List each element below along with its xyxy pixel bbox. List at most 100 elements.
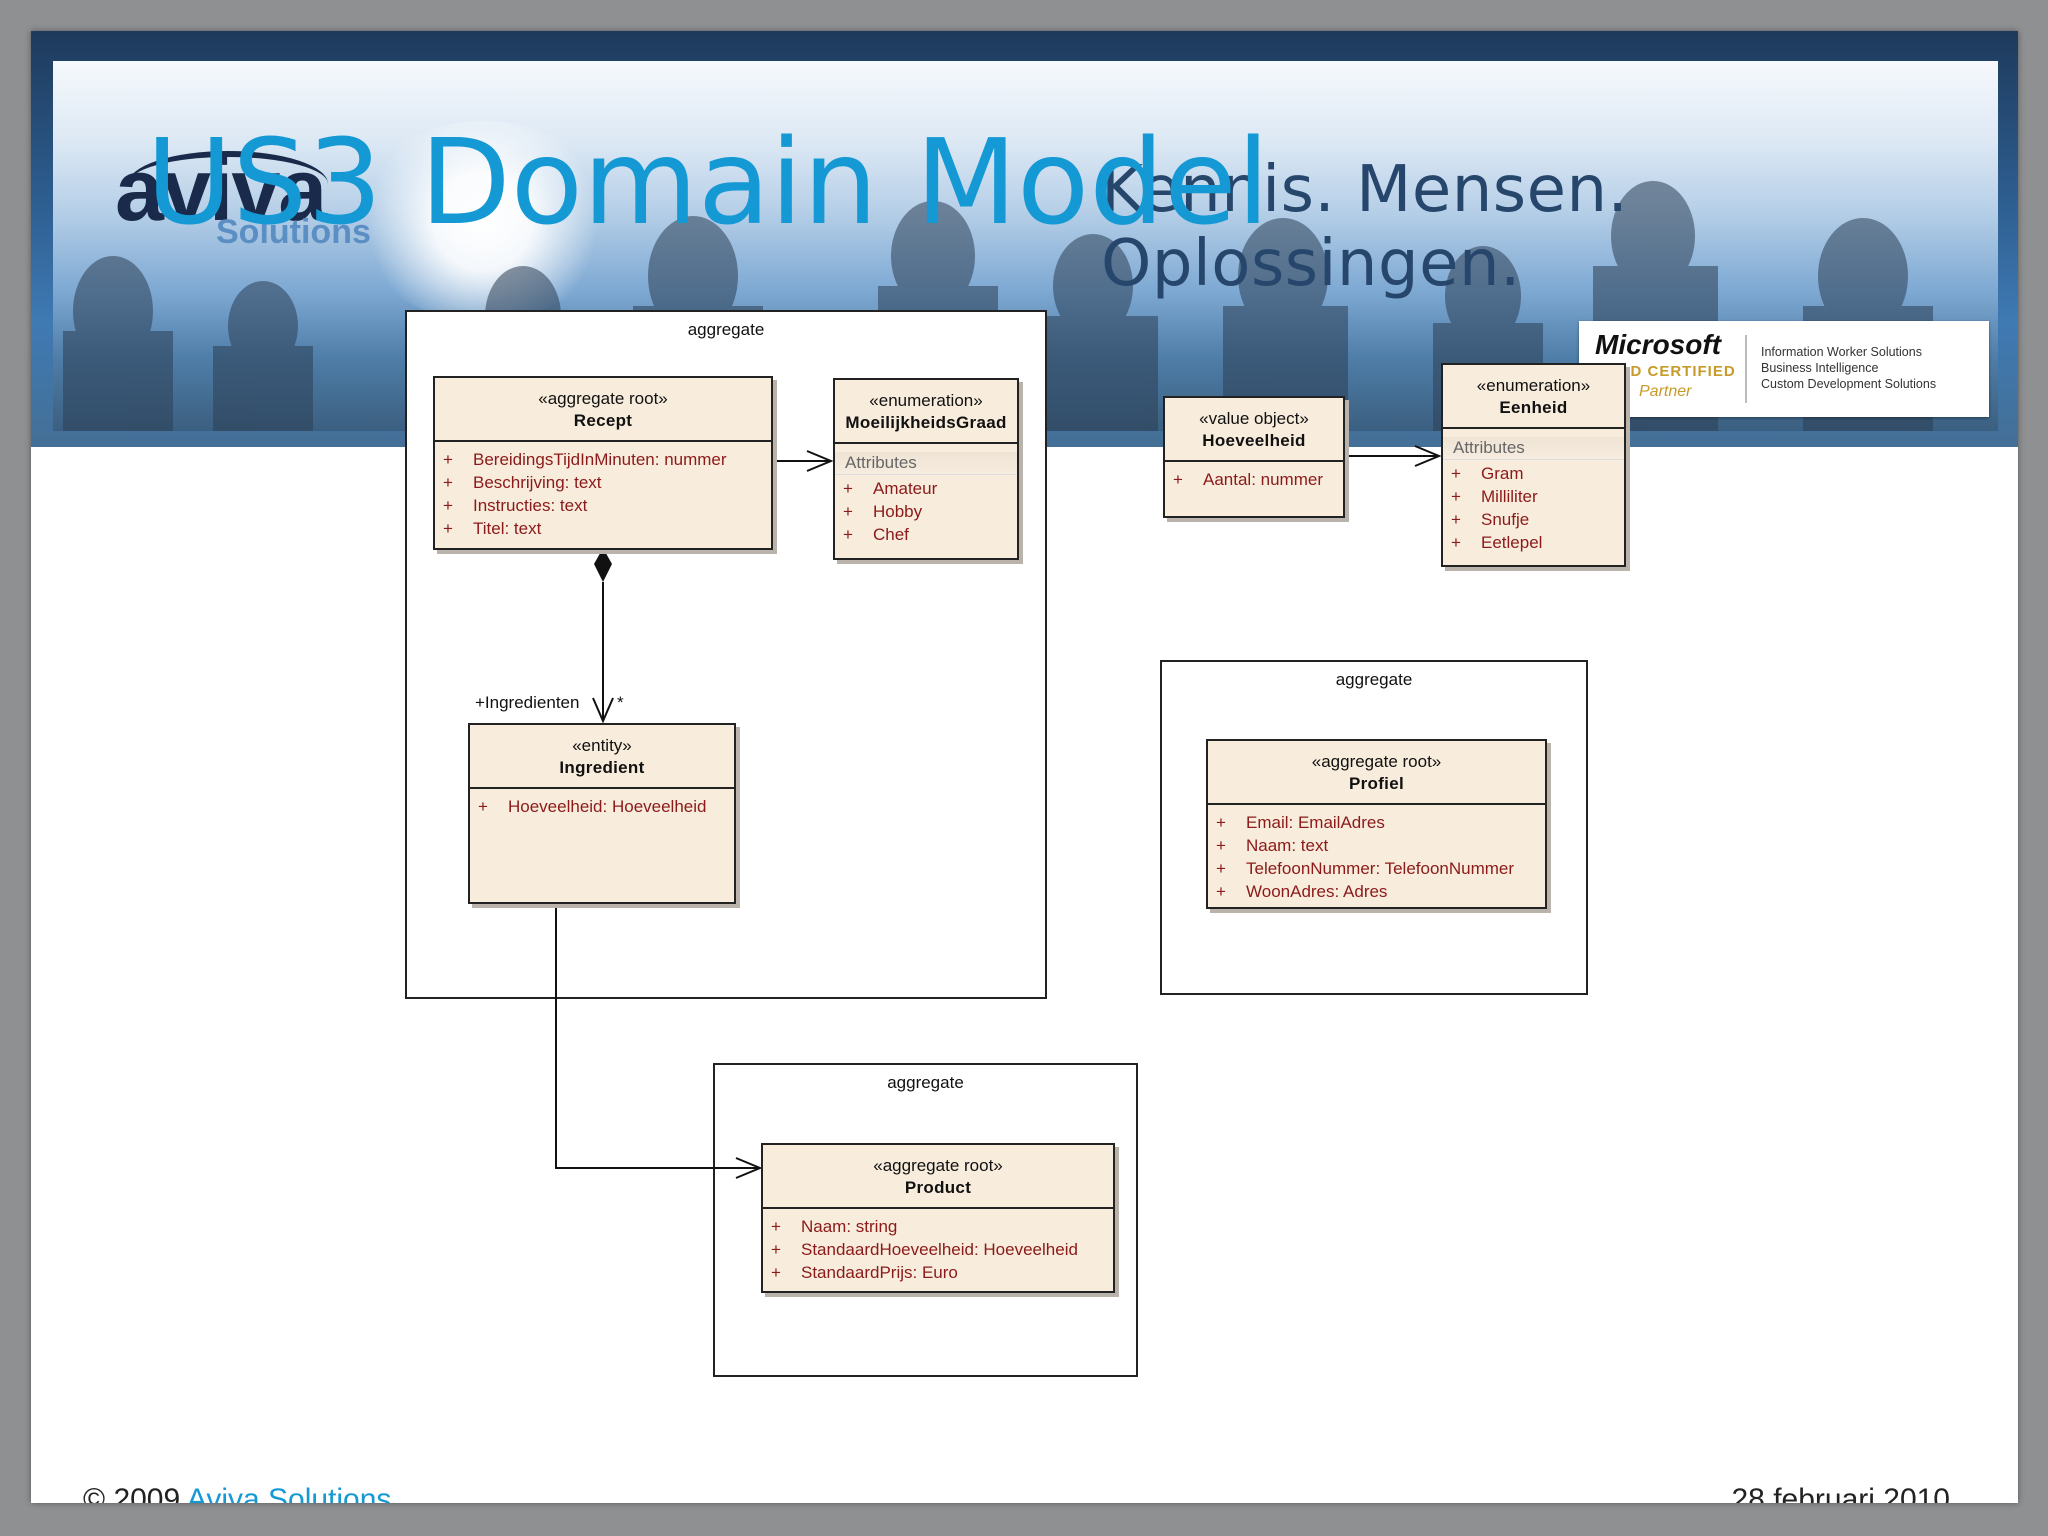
sun-glow	[353, 121, 613, 321]
package-label: aggregate	[887, 1073, 964, 1092]
company-name: Aviva Solutions	[186, 1483, 392, 1503]
class-header: «enumeration» MoeilijkheidsGraad	[835, 380, 1017, 444]
multiplicity-label: *	[617, 693, 624, 712]
association-arrowhead	[735, 1157, 763, 1179]
public-visibility-marker: +	[771, 1217, 781, 1236]
attribute: + Beschrijving: text	[435, 471, 771, 494]
attribute-list: + Naam: string + StandaardHoeveelheid: Hoe…	[763, 1209, 1113, 1284]
literal-text: Snufje	[1481, 510, 1530, 529]
competency-line: Business Intelligence	[1761, 361, 1879, 375]
class-name: Product	[904, 1178, 972, 1197]
attribute: + Email: EmailAdres	[1208, 811, 1545, 834]
class-stereotype: «enumeration»	[869, 391, 983, 410]
attribute-text: Titel: text	[473, 519, 542, 538]
class-name: Eenheid	[1499, 398, 1568, 417]
public-visibility-marker: +	[771, 1240, 781, 1259]
attribute-text: Beschrijving: text	[473, 473, 602, 492]
association-arrowhead	[806, 450, 834, 472]
attribute: + Naam: string	[763, 1215, 1113, 1238]
class-name: Recept	[573, 411, 633, 430]
attribute-text: TelefoonNummer: TelefoonNummer	[1246, 859, 1515, 878]
attribute: + Instructies: text	[435, 494, 771, 517]
class-header: «entity» Ingredient	[470, 725, 734, 789]
class-header: «aggregate root» Profiel	[1208, 741, 1545, 805]
attributes-section-title: Attributes	[1443, 437, 1624, 460]
attribute: +TelefoonNummer: TelefoonNummer	[1208, 857, 1545, 880]
class-stereotype: «aggregate root»	[538, 389, 668, 408]
competency-line: Custom Development Solutions	[1761, 377, 1937, 391]
attribute-text: Email: EmailAdres	[1246, 813, 1385, 832]
class-stereotype: «entity»	[572, 736, 632, 755]
logo-arc	[128, 151, 328, 217]
attribute: +WoonAdres: Adres	[1208, 880, 1545, 903]
literal-text: Chef	[873, 525, 909, 544]
attribute-text: Naam: string	[801, 1217, 898, 1236]
class-header: «value object» Hoeveelheid	[1165, 398, 1343, 462]
slide-frame: aviva Solutions Kennis. Mensen. Oplossin…	[31, 31, 2018, 1503]
public-visibility-marker: +	[843, 525, 853, 544]
public-visibility-marker: +	[1451, 533, 1461, 552]
association-ingredient-product	[555, 902, 760, 1169]
enum-literal-list: +Amateur +Hobby +Chef	[835, 475, 1017, 546]
attribute-list: +BereidingsTijdInMinuten: nummer + Beschr…	[435, 442, 771, 540]
public-visibility-marker: +	[1216, 882, 1226, 901]
class-product[interactable]: «aggregate root» Product +Naam: string +…	[761, 1143, 1115, 1293]
class-eenheid[interactable]: «enumeration» Eenheid Attributes +Gram +…	[1441, 363, 1626, 567]
microsoft-partner-badge: Microsoft GOLD CERTIFIED Partner Informa…	[1579, 321, 1989, 417]
literal-text: Milliliter	[1481, 487, 1538, 506]
enum-literal: +Gram	[1443, 462, 1624, 485]
enum-literal: + Eetlepel	[1443, 531, 1624, 554]
public-visibility-marker: +	[443, 496, 453, 515]
package-label: aggregate	[1335, 670, 1413, 689]
class-stereotype: «value object»	[1199, 409, 1309, 428]
class-profiel[interactable]: «aggregate root» Profiel + Email: EmailAd…	[1206, 739, 1547, 909]
attribute: + Titel: text	[435, 517, 771, 540]
gold-certified-label: GOLD CERTIFIED	[1595, 363, 1736, 380]
public-visibility-marker: +	[1451, 464, 1461, 483]
slogan: Kennis. Mensen. Oplossingen.	[1101, 153, 1629, 301]
attribute-text: StandaardHoeveelheid: Hoeveelheid	[801, 1240, 1078, 1259]
class-hoeveelheid[interactable]: «value object» Hoeveelheid + Aantal: numm…	[1163, 396, 1345, 518]
public-visibility-marker: +	[443, 450, 453, 469]
footer-copyright: © 2009 Aviva Solutions	[83, 1483, 391, 1503]
attribute: +BereidingsTijdInMinuten: nummer	[435, 448, 771, 471]
class-moeilijkheidsgraad[interactable]: «enumeration» MoeilijkheidsGraad Attribu…	[833, 378, 1019, 560]
company-logo-text: aviva	[115, 140, 327, 239]
diagram-connectors	[555, 445, 1442, 1179]
company-logo-sub: Solutions	[216, 213, 371, 251]
attribute-text: Aantal: nummer	[1203, 470, 1323, 489]
badge-divider	[1745, 335, 1747, 403]
composition-arrowhead	[592, 697, 614, 724]
public-visibility-marker: +	[443, 473, 453, 492]
attribute-text: Hoeveelheid: Hoeveelheid	[508, 797, 707, 816]
attribute: + Aantal: nummer	[1165, 468, 1343, 491]
attribute: + StandaardHoeveelheid: Hoeveelheid	[763, 1238, 1113, 1261]
class-recept[interactable]: «aggregate root» Recept +BereidingsTijdI…	[433, 376, 773, 550]
class-header: «enumeration» Eenheid	[1443, 365, 1624, 429]
attribute-text: StandaardPrijs: Euro	[801, 1263, 958, 1282]
class-stereotype: «aggregate root»	[1311, 752, 1442, 771]
enum-literal: + Chef	[835, 523, 1017, 546]
attribute-text: Instructies: text	[473, 496, 588, 515]
public-visibility-marker: +	[1216, 813, 1226, 832]
attribute: + Hoeveelheid: Hoeveelheid	[470, 795, 734, 818]
enum-literal: +Milliliter	[1443, 485, 1624, 508]
composition-diamond	[594, 548, 612, 582]
class-name: Hoeveelheid	[1202, 431, 1306, 450]
class-ingredient[interactable]: «entity» Ingredient + Hoeveelheid: Hoevee…	[468, 723, 736, 904]
enum-literal: +Hobby	[835, 500, 1017, 523]
attribute: + StandaardPrijs: Euro	[763, 1261, 1113, 1284]
public-visibility-marker: +	[771, 1263, 781, 1282]
public-visibility-marker: +	[1173, 470, 1183, 489]
footer-date: 28 februari 2010	[1731, 1483, 1951, 1503]
attribute-list: +Email: EmailAdres +Naam: text +Telefoon…	[1208, 805, 1545, 903]
public-visibility-marker: +	[478, 797, 488, 816]
class-name: Profiel	[1348, 774, 1404, 793]
attribute-list: + Aantal: nummer	[1165, 462, 1343, 491]
public-visibility-marker: +	[443, 519, 453, 538]
role-label-ingredienten: +Ingredienten	[475, 693, 580, 712]
literal-text: Eetlepel	[1481, 533, 1543, 552]
slide-title: US3 Domain Model	[146, 113, 1270, 251]
attributes-section-title: Attributes	[835, 452, 1017, 475]
attribute: +Naam: text	[1208, 834, 1545, 857]
